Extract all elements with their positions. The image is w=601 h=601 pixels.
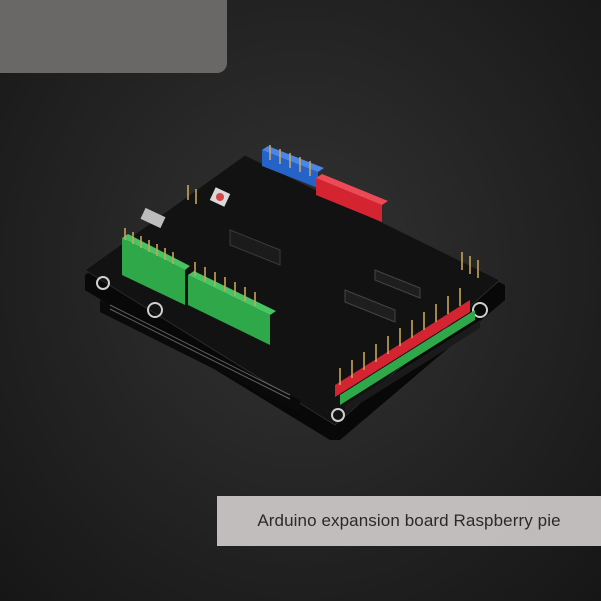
right-pin-headers <box>335 300 480 413</box>
blue-header <box>262 150 318 188</box>
green-terminal-block <box>122 238 185 305</box>
microcontroller-chip <box>229 229 281 266</box>
board-surface <box>84 154 501 426</box>
red-header <box>316 178 382 222</box>
green-terminal-top <box>188 271 276 315</box>
mounting-hole <box>147 302 163 318</box>
mounting-hole <box>96 276 110 290</box>
usb-port <box>140 207 166 229</box>
green-terminal-block <box>188 275 270 345</box>
mounting-hole <box>472 302 488 318</box>
ic-chip <box>344 289 396 323</box>
reset-button-cap <box>216 193 224 201</box>
ic-chip <box>374 269 421 299</box>
caption-text: Arduino expansion board Raspberry pie <box>257 511 561 530</box>
mounting-holes <box>96 276 488 422</box>
caption-banner: Arduino expansion board Raspberry pie <box>217 496 601 546</box>
mounting-hole <box>331 408 345 422</box>
gold-pins <box>124 145 479 385</box>
bottom-pin-header <box>100 300 300 412</box>
corner-tab <box>0 0 227 73</box>
